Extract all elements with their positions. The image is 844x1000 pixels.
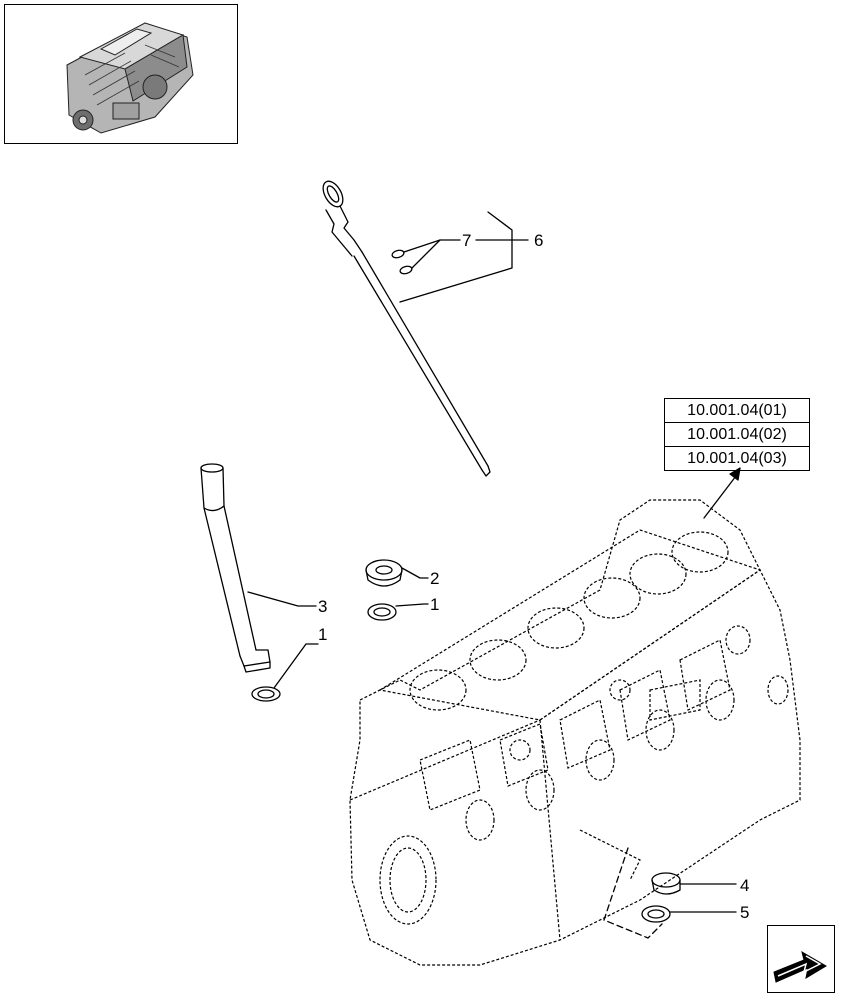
- dipstick-guide-tube: [200, 463, 271, 673]
- callout-3: 3: [318, 597, 327, 616]
- reference-link-01[interactable]: 10.001.04(01): [665, 399, 809, 423]
- washer-1a: [251, 686, 281, 702]
- engine-thumbnail: [4, 4, 238, 144]
- callout-4: 4: [740, 876, 749, 895]
- washer-5: [641, 905, 671, 923]
- engine-block: [349, 499, 801, 966]
- drain-plug-4: [651, 872, 681, 895]
- leader-3: [247, 591, 317, 607]
- callout-7: 7: [462, 231, 471, 250]
- o-ring-7b: [399, 265, 413, 275]
- reference-link-02[interactable]: 10.001.04(02): [665, 423, 809, 447]
- callout-1b: 1: [430, 595, 439, 614]
- engine-thumbnail-icon: [66, 22, 194, 134]
- reference-link-03[interactable]: 10.001.04(03): [687, 450, 787, 467]
- callout-2: 2: [430, 569, 439, 588]
- dipstick: [322, 180, 491, 477]
- callout-1a: 1: [318, 625, 327, 644]
- plug-2: [365, 559, 403, 587]
- washer-1b: [367, 603, 397, 621]
- next-page-button[interactable]: [767, 925, 835, 993]
- callout-6: 6: [534, 231, 543, 250]
- callout-5: 5: [740, 903, 749, 922]
- next-page-arrow-icon: [773, 950, 827, 983]
- reference-list: 10.001.04(01) 10.001.04(02) 10.001.04(03…: [664, 398, 810, 471]
- o-ring-7a: [391, 249, 405, 259]
